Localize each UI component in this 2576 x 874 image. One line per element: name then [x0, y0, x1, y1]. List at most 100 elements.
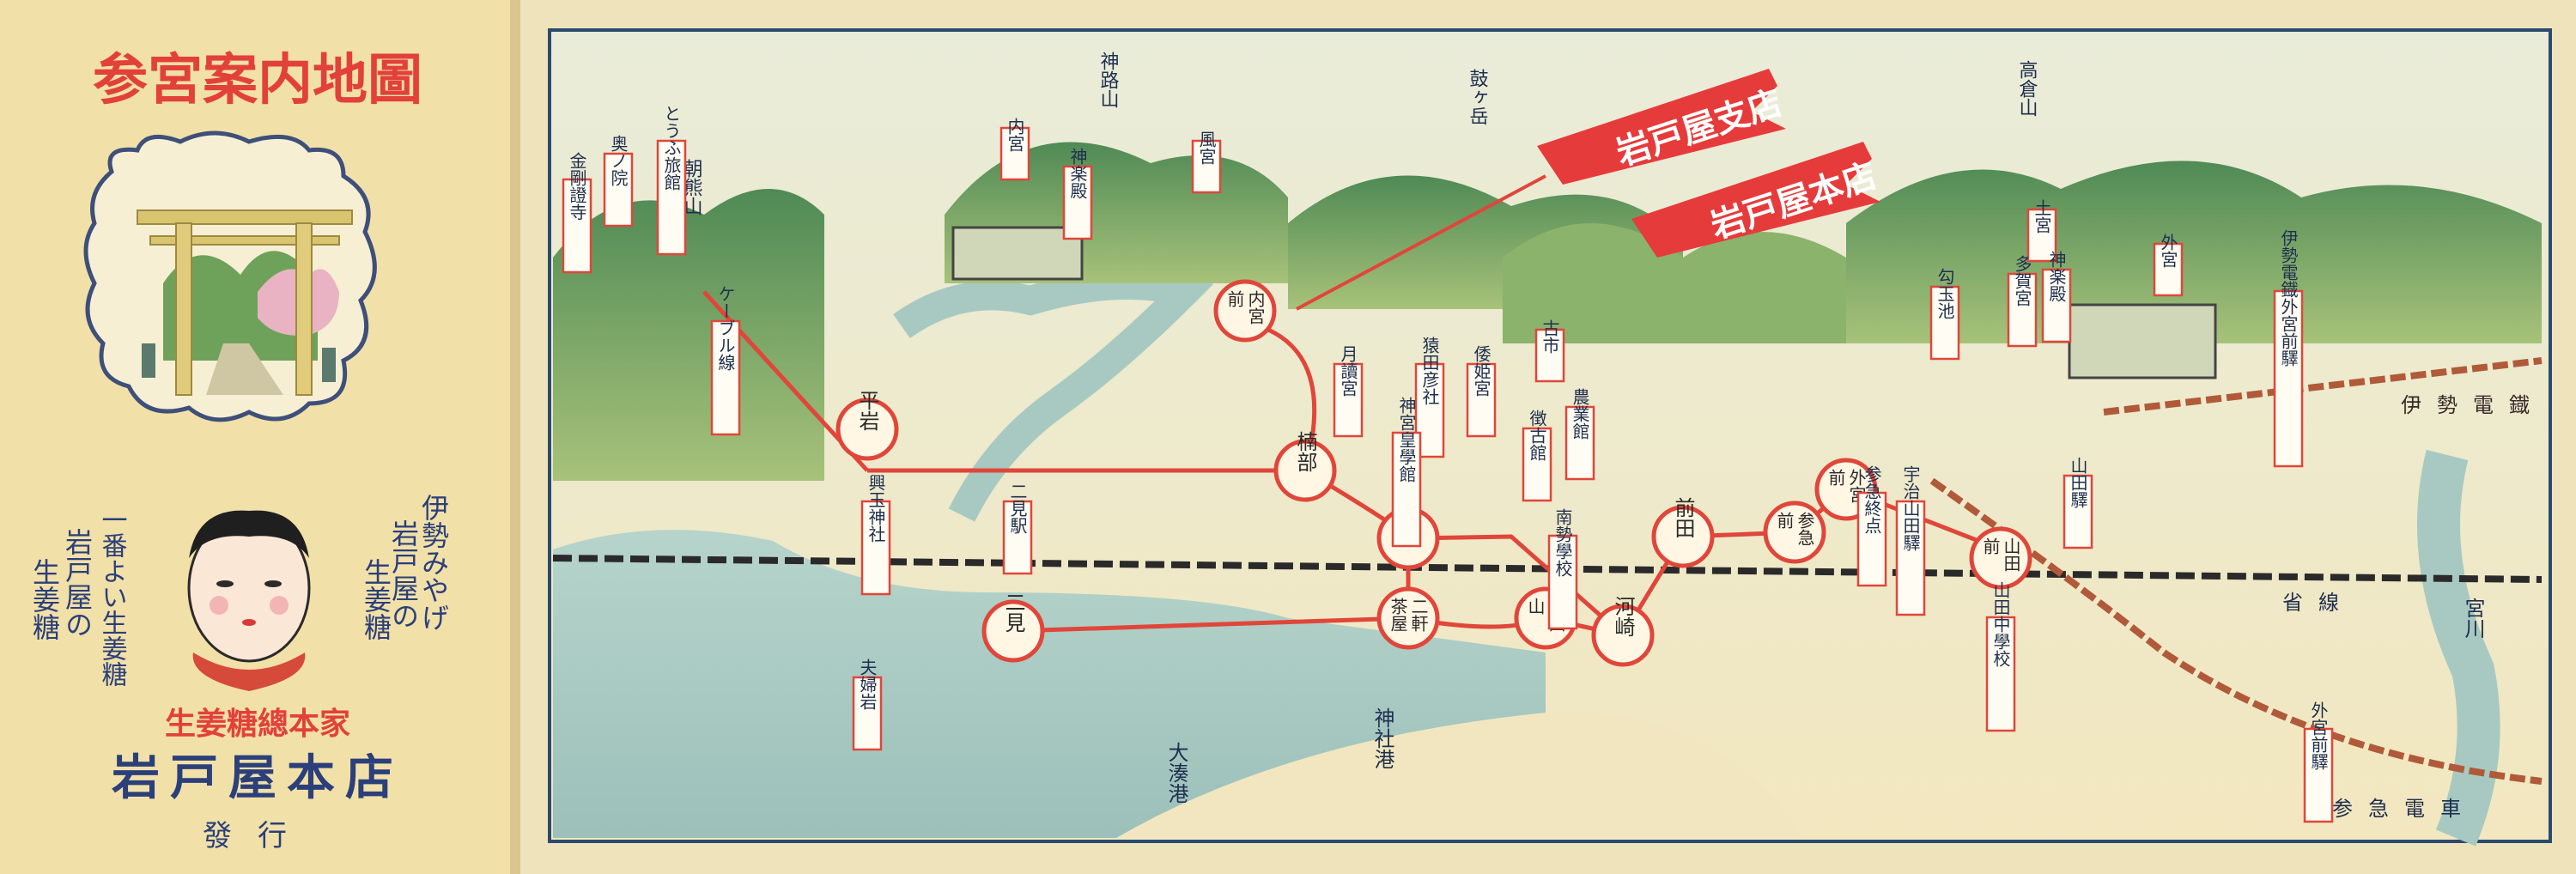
place-yamada_school[interactable]: 山田中學校 — [1985, 581, 2016, 732]
station-heiiwa[interactable]: 平岩 — [835, 390, 899, 461]
mountain-label: 鼓ヶ岳 — [1467, 69, 1489, 125]
cover-title: 参宮案内地圖 — [93, 48, 422, 112]
place-label: 興玉神社 — [866, 474, 886, 543]
slogan-line-5: 岩戸屋の — [61, 528, 94, 638]
station-label: 山田 — [2001, 537, 2021, 572]
place-label: 山田中學校 — [1990, 581, 2011, 667]
station-kusube[interactable]: 楠部 — [1273, 431, 1337, 502]
station-label: 二軒 — [1408, 598, 1429, 632]
place-label: 参急終点 — [1862, 465, 1882, 534]
place-label: 風宮 — [1196, 130, 1217, 165]
place-label: 奥ノ院 — [608, 135, 629, 186]
isuzu-river — [893, 270, 1214, 522]
place-meoto[interactable]: 夫婦岩 — [852, 659, 883, 751]
place-sangu_terminal[interactable]: 参急終点 — [1856, 465, 1887, 587]
station-label: 前 — [1826, 469, 1846, 486]
place-uji_yamada[interactable]: 宇治山田驛 — [1895, 465, 1926, 616]
place-label: 内宮 — [1005, 118, 1025, 152]
place-kagura_geku[interactable]: 神楽殿 — [2041, 251, 2072, 343]
place-noukan[interactable]: 農業館 — [1564, 388, 1595, 481]
station-label: 前 — [1774, 512, 1795, 529]
station-label: 前 — [1224, 290, 1245, 307]
place-label: 神楽殿 — [2046, 251, 2067, 302]
label-kamiyashiro: 神社港 — [1370, 707, 1394, 769]
place-cable[interactable]: ケーブル線 — [710, 285, 741, 436]
place-label: 徴古館 — [1527, 410, 1547, 461]
place-tsukiyomi[interactable]: 月讀宮 — [1333, 345, 1364, 438]
torii-illustration — [83, 130, 377, 422]
station-yamada_mae[interactable]: 山田前 — [1969, 526, 2032, 590]
place-label: 二見駅 — [1007, 483, 1028, 535]
label-iseden: 伊勢電鐡 — [2401, 393, 2545, 417]
station-label: 山 — [1525, 598, 1546, 615]
station-futami[interactable]: 二見 — [981, 592, 1045, 663]
label-miyagawa: 宮川 — [2461, 598, 2485, 639]
shop-name: 岩戸屋本店 — [112, 750, 404, 806]
label-shosen: 省線 — [2282, 591, 2354, 615]
station-label: 前田 — [1671, 497, 1695, 538]
place-toyouke[interactable]: 土宮 — [2026, 199, 2057, 263]
place-label: 月讀宮 — [1338, 345, 1358, 397]
label-sangu_dentetsu: 参急電車 — [2332, 797, 2476, 821]
place-label: 夫婦岩 — [857, 659, 878, 710]
banner-pointer — [1296, 174, 1546, 311]
place-futami_eki[interactable]: 二見駅 — [1002, 483, 1033, 575]
place-isedentetsu[interactable]: 伊勢電鐡外宮前驛 — [2273, 229, 2304, 468]
place-label: 南勢學校 — [1552, 508, 1573, 577]
place-label: 猿田彦社 — [1419, 337, 1440, 405]
place-label: 勾玉池 — [1935, 268, 1955, 319]
place-naiku[interactable]: 内宮 — [999, 118, 1030, 181]
miya-river — [2417, 449, 2500, 847]
station-label: 平岩 — [855, 390, 879, 431]
place-kagura_naiku[interactable]: 神楽殿 — [1062, 148, 1093, 240]
slogan-line-3: 生姜糖 — [360, 558, 392, 640]
place-choukokan[interactable]: 徴古館 — [1522, 410, 1552, 502]
slogan-line-2: 岩戸屋の — [387, 519, 420, 629]
place-toinoin[interactable]: 奥ノ院 — [603, 135, 634, 228]
slogan-line-6: 生姜糖 — [28, 558, 61, 640]
place-sarutahiko[interactable]: 猿田彦社 — [1414, 337, 1445, 458]
place-ryokan[interactable]: とうふ旅館 — [656, 105, 687, 256]
place-label: 外宮 — [2158, 234, 2178, 268]
station-kawasaki[interactable]: 河崎 — [1591, 596, 1655, 667]
station-sangu_mae[interactable]: 参急前 — [1763, 501, 1826, 564]
place-okitama[interactable]: 興玉神社 — [860, 474, 891, 596]
station-label: 前 — [1980, 537, 2001, 555]
place-furuichi[interactable]: 古市 — [1534, 319, 1565, 383]
place-kazanomiya[interactable]: 風宮 — [1191, 130, 1222, 194]
place-jingu_library[interactable]: 神宮皇學館 — [1391, 397, 1422, 548]
place-yamada_eki[interactable]: 山田驛 — [2063, 457, 2093, 549]
place-label: とうふ旅館 — [661, 105, 682, 191]
place-tagamiya[interactable]: 多賀宮 — [2007, 255, 2038, 348]
place-label: 宇治山田驛 — [1900, 465, 1921, 551]
naiku-compound — [951, 226, 1084, 281]
place-yamatohime[interactable]: 倭姫宮 — [1466, 345, 1497, 438]
place-geku[interactable]: 外宮 — [2153, 234, 2184, 297]
place-magatama[interactable]: 勾玉池 — [1929, 268, 1960, 361]
slogan-line-1: 伊勢みやげ — [417, 494, 450, 631]
place-label: 外宮前驛 — [2308, 701, 2329, 770]
station-naiku_mae[interactable]: 内宮前 — [1213, 279, 1277, 343]
label-oominato: 大湊港 — [1164, 742, 1188, 804]
company-line: 生姜糖總本家 — [165, 706, 350, 742]
station-maeda[interactable]: 前田 — [1651, 497, 1715, 568]
place-label: 古市 — [1540, 319, 1560, 354]
place-geku_mae_eki[interactable]: 外宮前驛 — [2303, 701, 2334, 823]
station-label: 内宮 — [1245, 290, 1266, 325]
publisher: 發行 — [203, 819, 313, 853]
place-label: 農業館 — [1570, 388, 1590, 440]
place-label: 金剛證寺 — [567, 152, 587, 221]
geku-compound — [2068, 303, 2217, 379]
cover-panel — [0, 0, 515, 874]
mountain-label: 高倉山 — [2016, 60, 2038, 117]
place-label: 倭姫宮 — [1471, 345, 1492, 397]
place-nanpu[interactable]: 南勢學校 — [1547, 508, 1578, 630]
station-label: 二見 — [1001, 592, 1025, 633]
place-kongoshoji[interactable]: 金剛證寺 — [562, 152, 592, 274]
station-label: 河崎 — [1611, 596, 1635, 637]
station-label: 茶屋 — [1388, 598, 1408, 632]
slogan-line-4: 一番よい生姜糖 — [97, 507, 128, 687]
